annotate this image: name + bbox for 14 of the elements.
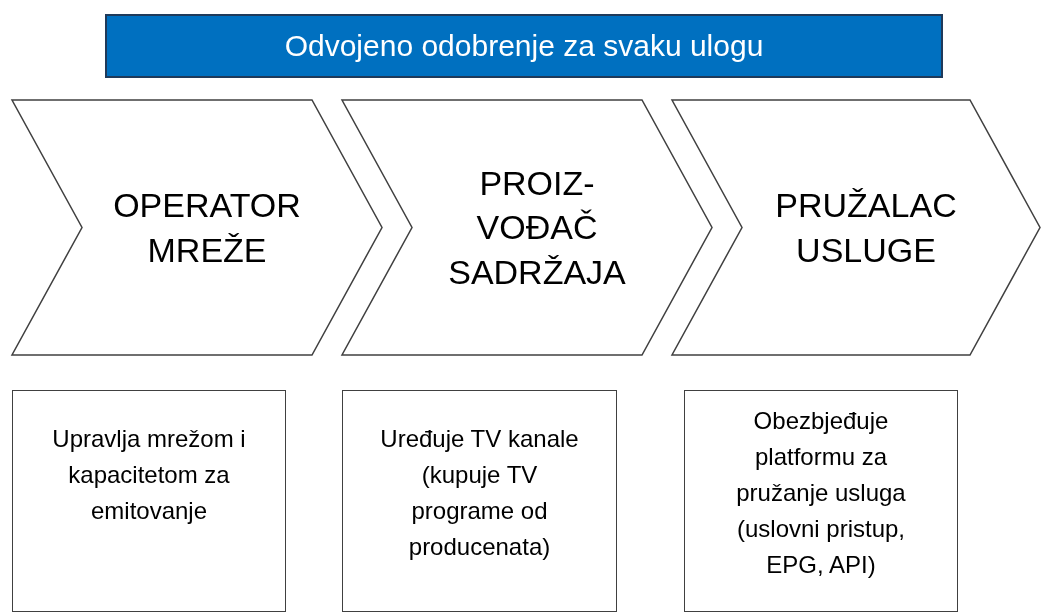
role-label: PROIZ- VOĐAČ SADRŽAJA <box>447 163 627 293</box>
role-description: Obezbjeđuje platformu za pružanje usluga (uslovni pristup, EPG, API) <box>735 406 907 580</box>
description-box <box>684 390 958 612</box>
role-description: Upravlja mrežom i kapacitetom za emitovanje <box>51 424 247 526</box>
description-box <box>12 390 286 612</box>
banner-heading: Odvojeno odobrenje za svaku ulogu <box>284 29 764 63</box>
role-label: PRUŽALAC USLUGE <box>774 185 958 271</box>
title-banner <box>105 14 943 78</box>
description-box <box>342 390 617 612</box>
chevron-shape <box>672 100 1040 355</box>
chevron-shape <box>12 100 382 355</box>
chevron-shape <box>342 100 712 355</box>
role-description: Uređuje TV kanale (kupuje TV programe od producenata) <box>379 424 580 562</box>
role-label: OPERATOR MREŽE <box>112 185 302 271</box>
